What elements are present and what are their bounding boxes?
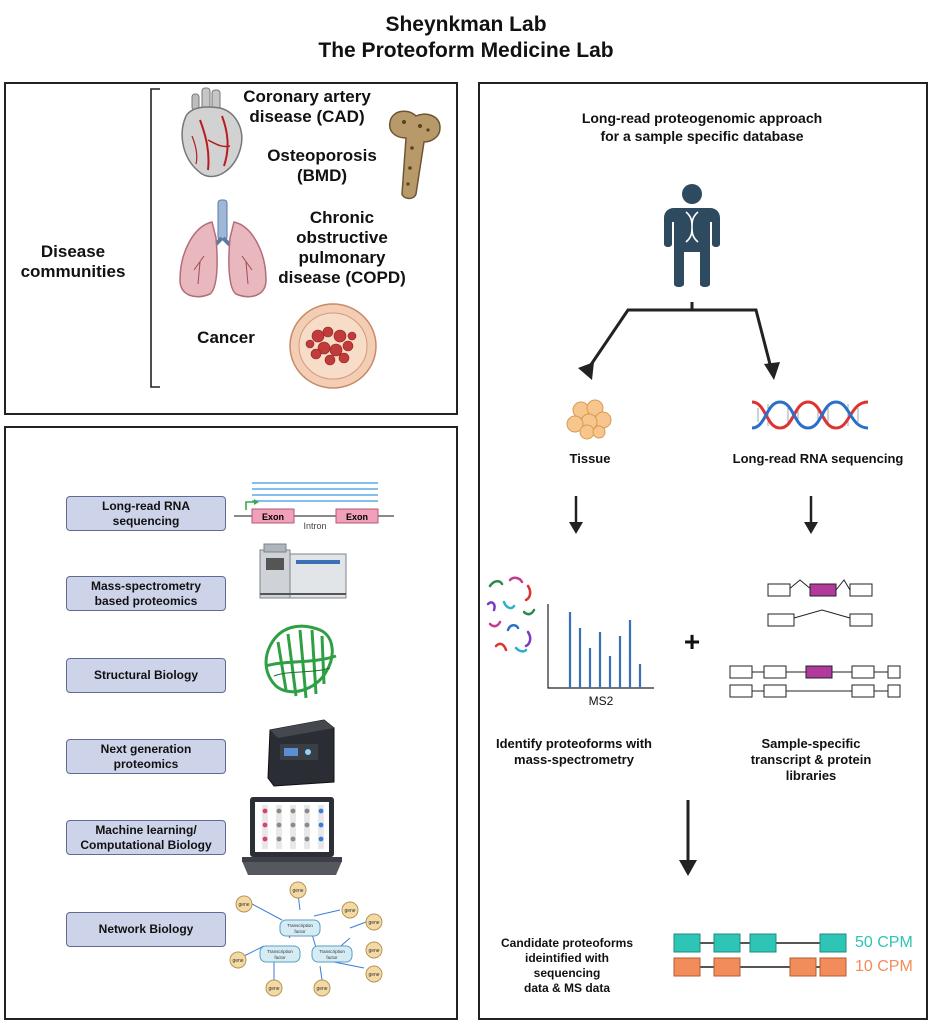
identify-proteoforms-label: Identify proteoforms with mass-spectrome… xyxy=(496,736,652,767)
cad-label: Coronary artery disease (CAD) xyxy=(243,87,371,126)
cpm-high-label: 50 CPM xyxy=(855,934,913,951)
gene-node: gene xyxy=(368,972,379,978)
heart-icon xyxy=(181,87,243,178)
tissue-icon xyxy=(566,399,612,440)
fork-arrows xyxy=(578,302,780,380)
gene-node: gene xyxy=(368,920,379,926)
libraries-label: Sample-specific transcript & protein lib… xyxy=(750,736,872,783)
arrow-down-candidates xyxy=(679,800,697,876)
disease-communities-label: Disease communities xyxy=(20,242,126,281)
method-structural-biology: Structural Biology xyxy=(66,658,226,693)
page-title-line1: Sheynkman Lab xyxy=(385,13,547,36)
mass-spectrometer-icon xyxy=(259,543,347,599)
gene-node: gene xyxy=(344,908,355,914)
method-network-biology: Network Biology xyxy=(66,912,226,947)
gene-model-icon: Exon Exon Intron xyxy=(234,482,394,531)
gene-node: gene xyxy=(316,986,327,992)
laptop-icon xyxy=(242,797,342,875)
tf-label: Transcription xyxy=(287,923,313,928)
intron-label: Intron xyxy=(303,521,326,531)
ms2-label: MS2 xyxy=(588,694,614,708)
cpm-low-label: 10 CPM xyxy=(855,958,913,975)
tissue-label: Tissue xyxy=(569,451,611,466)
tumor-icon xyxy=(289,303,377,389)
transcript-isoforms-icon xyxy=(729,579,901,698)
gene-node: gene xyxy=(238,902,249,908)
gene-node: gene xyxy=(232,958,243,964)
sequencer-icon xyxy=(267,719,335,787)
exon-label-2: Exon xyxy=(346,512,368,522)
method-ml-computational-biology: Machine learning/Computational Biology xyxy=(66,820,226,855)
bmd-label: Osteoporosis (BMD) xyxy=(267,146,377,185)
copd-label: Chronic obstructive pulmonary disease (C… xyxy=(278,208,406,287)
tf-label: factor xyxy=(274,955,286,960)
peptides-icon xyxy=(486,576,536,653)
candidate-isoforms-icon xyxy=(673,933,847,977)
workflow-heading: Long-read proteogenomic approach for a s… xyxy=(581,110,823,144)
gene-node: gene xyxy=(368,948,379,954)
tf-label: Transcription xyxy=(319,949,345,954)
page-title-line2: The Proteoform Medicine Lab xyxy=(318,39,614,62)
tf-label: factor xyxy=(326,955,338,960)
candidate-proteoforms-label: Candidate proteoforms ideintified with s… xyxy=(500,936,633,995)
cancer-label: Cancer xyxy=(197,328,255,347)
ms2-spectrum-icon xyxy=(547,604,654,689)
gene-node: gene xyxy=(292,888,303,894)
tf-label: factor xyxy=(294,929,306,934)
person-dna-icon xyxy=(664,184,720,287)
bone-icon xyxy=(388,110,441,200)
bracket xyxy=(150,88,160,388)
tf-label: Transcription xyxy=(267,949,293,954)
protein-structure-icon xyxy=(264,624,337,699)
dna-helix-icon xyxy=(751,400,869,430)
arrow-down-tissue xyxy=(569,496,583,534)
gene-node: gene xyxy=(268,986,279,992)
lungs-icon xyxy=(179,199,267,298)
plus-sign: + xyxy=(683,626,701,657)
arrow-down-rna xyxy=(804,496,818,534)
rna-seq-label: Long-read RNA sequencing xyxy=(732,451,904,466)
exon-label-1: Exon xyxy=(262,512,284,522)
gene-network-icon: gene gene gene gene gene gene gene gene … xyxy=(229,881,383,997)
